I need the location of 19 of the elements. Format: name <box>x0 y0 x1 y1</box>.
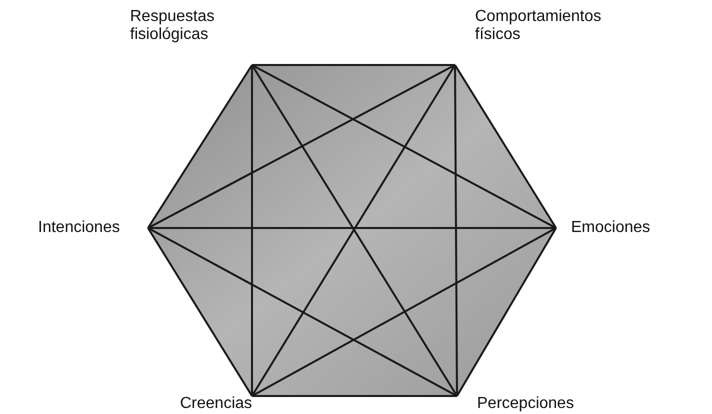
connector-line <box>252 227 556 397</box>
node-label: Intenciones <box>38 219 120 237</box>
connector-line <box>148 64 456 229</box>
connector-line <box>252 64 455 66</box>
node-label: Comportamientos físicos <box>475 8 602 44</box>
connector-line <box>251 65 253 396</box>
connector-line <box>252 64 556 229</box>
connector-line <box>147 227 253 397</box>
node-label: Percepciones <box>477 395 574 413</box>
connector-line <box>147 64 253 229</box>
connector-line <box>456 228 557 396</box>
node-label: Creencias <box>180 395 252 413</box>
node-label: Emociones <box>571 219 650 237</box>
connector-line <box>252 395 457 397</box>
connector-line <box>454 65 458 396</box>
connector-line <box>148 227 458 397</box>
connector-line <box>148 227 556 229</box>
connector-line <box>454 64 557 229</box>
node-label: Respuestas fisiológicas <box>130 8 216 44</box>
